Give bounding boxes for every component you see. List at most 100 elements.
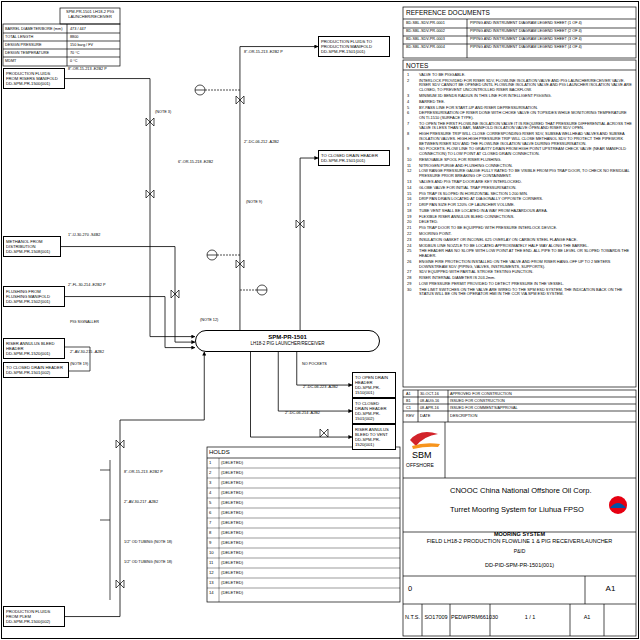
project-name: Turret Mooring System for Liuhua FPSO xyxy=(450,505,610,514)
revision-cell: ISSUED FOR CONSTRUCTION xyxy=(450,399,630,404)
item-number: 12 xyxy=(209,570,220,575)
note-text: LOW RANGE PRESSURE GAUGE FULLY RATED TO … xyxy=(419,169,633,178)
hold-row: (DELETED) xyxy=(221,460,399,465)
line-number: 6"-OR-15-218 -E2B2 xyxy=(178,160,213,165)
drawing-title: FIELD LH18-2 PRODUCTION FLOWLINE 1 & PIG… xyxy=(406,538,633,545)
note-text: FLEXIBLE RISER ANNULUS BLEED CONNECTIONS… xyxy=(419,215,633,220)
note-text: BY-PASS LINE FOR START-UP AND RISER DEPR… xyxy=(419,106,633,111)
process-line xyxy=(278,352,352,411)
note-text: VALVE TO BE PIGGABLE. xyxy=(419,73,633,78)
item-number: 23 xyxy=(407,238,418,243)
hold-row: (DELETED) xyxy=(221,580,399,585)
item-number: 18 xyxy=(407,209,418,214)
item-number: 6 xyxy=(407,111,418,116)
note-text: THE LIMIT SWITCHES ON THE VALVE ARE WIRE… xyxy=(419,288,633,297)
item-number: 24 xyxy=(407,244,418,249)
note-text: HIGH PRESSURE TRIP WILL CLOSE CORRESPOND… xyxy=(419,132,633,146)
line-number: 2"-AV-30-217 -A2B2 xyxy=(124,500,158,505)
note-text: REMOVABLE SPOOL FOR RISER FLUSHING. xyxy=(419,158,633,163)
revision-cell: 08-APR-16 xyxy=(420,406,447,411)
item-number: 25 xyxy=(407,249,418,254)
doc-title: PIPING AND INSTRUMENT DIAGRAM LEGEND SHE… xyxy=(470,29,634,34)
drawing-title: P&ID xyxy=(406,548,633,554)
revision-cell: A1 xyxy=(406,392,417,397)
line-number: 1/2" OD TUBING (NOTE 18) xyxy=(124,540,172,545)
item-number: 13 xyxy=(407,180,418,185)
node-title: SPM-PR-1501 xyxy=(204,334,371,341)
section-heading: NOTES xyxy=(406,62,486,70)
line-number: 2"-AV-30-215 -A2B2 xyxy=(70,350,104,355)
item-number: 6 xyxy=(209,510,220,515)
note-text: MINIMUM 3D BENDS RADIUS IN THIS LINE FOR… xyxy=(419,94,633,99)
hold-row: (DELETED) xyxy=(221,500,399,505)
title-cell: N.T.S. xyxy=(404,614,421,621)
note-text: VALVES AND PIG TRAP DOOR ARE KEY INTERLO… xyxy=(419,180,633,185)
hold-row: (DELETED) xyxy=(221,510,399,515)
doc-title: PIPING AND INSTRUMENT DIAGRAM LEGEND SHE… xyxy=(470,37,634,42)
process-line xyxy=(61,247,195,343)
line-number: (NOTE 12) xyxy=(200,318,218,323)
table-cell: 473 / 447 xyxy=(70,27,118,32)
off-page-connector: TO CLOSED DRAIN HEADERDD-SPM-PR-1501(002… xyxy=(3,362,69,378)
off-page-connector: TO OPEN DRAIN HEADERDD-SPM-PR-1510(001) xyxy=(352,372,396,398)
pig-launcher-vessel: SPM-PR-1501LH18-2 PIG LAUNCHER/RECEIVER xyxy=(195,330,380,352)
revision-header: REV xyxy=(406,414,417,419)
line-number: 2"-FL-30-214 -E2B2 P xyxy=(68,283,105,288)
off-page-connector: FLUSHING FROM FLUSHING MANIFOLDDD-SPM-PR… xyxy=(3,286,65,307)
revision-cell: B1 xyxy=(406,399,417,404)
note-text: NO POCKETS. FLOW LINE TO GRAVITY DRAIN F… xyxy=(419,147,633,156)
table-heading: SPM-PR-1501 LH18-2 PIG LAUNCHER/RECEIVER xyxy=(62,10,118,20)
table-cell: 70 °C xyxy=(70,51,118,56)
item-number: 17 xyxy=(407,203,418,208)
node-title: METHANOL FROM DISTRIBUTION xyxy=(6,239,58,249)
node-subtext: DD-SPM-PR-1500(002) xyxy=(6,619,62,624)
revision-cell: 08-AUG-16 xyxy=(420,399,447,404)
table-cell: DESIGN TEMPERATURE xyxy=(5,51,66,56)
off-page-connector: METHANOL FROM DISTRIBUTIONDD-SPM-PR-1508… xyxy=(3,236,61,257)
item-number: 11 xyxy=(407,164,418,169)
table-cell: 8800 xyxy=(70,35,118,40)
sheet-title: MOORING SYSTEM xyxy=(406,531,633,538)
note-text: MOORING POINT. xyxy=(419,232,633,237)
doc-number: BD-SBL-SDV-PR-0001 xyxy=(406,21,466,26)
drawing-number: 0 xyxy=(408,584,583,593)
doc-number: BD-SBL-SDV-PR-0004 xyxy=(406,45,466,50)
note-text: RISER INTERNAL DIAMETER IS 203.2mm. xyxy=(419,276,633,281)
doc-number: BD-SBL-SDV-PR-0003 xyxy=(406,37,466,42)
hold-row: (DELETED) xyxy=(221,530,399,535)
hold-row: (DELETED) xyxy=(221,550,399,555)
off-page-connector: TO CLOSED DRAIN HEADERDD-SPM-PR-1501(001… xyxy=(318,150,390,166)
doc-number: BD-SBL-SDV-PR-0002 xyxy=(406,29,466,34)
doc-title: PIPING AND INSTRUMENT DIAGRAM LEGEND SHE… xyxy=(470,21,634,26)
item-number: 11 xyxy=(209,560,220,565)
node-title: PRODUCTION FLUIDS TO PRODUCTION MANIFOLD xyxy=(321,39,387,49)
off-page-connector: PRODUCTION FLUIDS TO PRODUCTION MANIFOLD… xyxy=(318,36,390,57)
note-text: PIG TRAP DOOR TO BE EQUIPPED WITH PRESSU… xyxy=(419,226,633,231)
note-text: TO OPEN THE FIRST FLOWLINE ISOLATION VAL… xyxy=(419,122,633,131)
item-number: 21 xyxy=(407,226,418,231)
line-number: 2"-DC-06-223 -A2B2 xyxy=(303,385,338,390)
item-number: 1 xyxy=(209,460,220,465)
note-text: NITROGEN PURGE AND FLUSHING CONNECTION. xyxy=(419,164,633,169)
item-number: 14 xyxy=(209,590,220,595)
item-number: 12 xyxy=(407,169,418,174)
item-number: 20 xyxy=(407,220,418,225)
node-subtext: DD-SPM-PR-1508(001) xyxy=(6,249,58,254)
process-line xyxy=(65,352,204,617)
item-number: 9 xyxy=(407,147,418,152)
item-number: 22 xyxy=(407,232,418,237)
line-number: PIG SIGNALLER xyxy=(70,320,99,325)
item-number: 8 xyxy=(209,530,220,535)
hold-row: (DELETED) xyxy=(221,560,399,565)
revision-cell: ISSUED FOR COMMENTS/APPROVAL xyxy=(450,406,630,411)
line-number: 8"-OR-15-213 -E2B2 P xyxy=(244,50,283,55)
item-number: 8 xyxy=(407,132,418,137)
table-cell: 150 barg / FV xyxy=(70,43,118,48)
company-logo-text: OFFSHORE xyxy=(406,462,444,468)
item-number: 1 xyxy=(407,73,418,78)
process-line xyxy=(65,79,195,337)
note-text: ENGINE FIRE PROTECTION INSTALLED ON THE … xyxy=(419,260,633,269)
item-number: 19 xyxy=(407,215,418,220)
revision-cell: 30-OCT-16 xyxy=(420,392,447,397)
